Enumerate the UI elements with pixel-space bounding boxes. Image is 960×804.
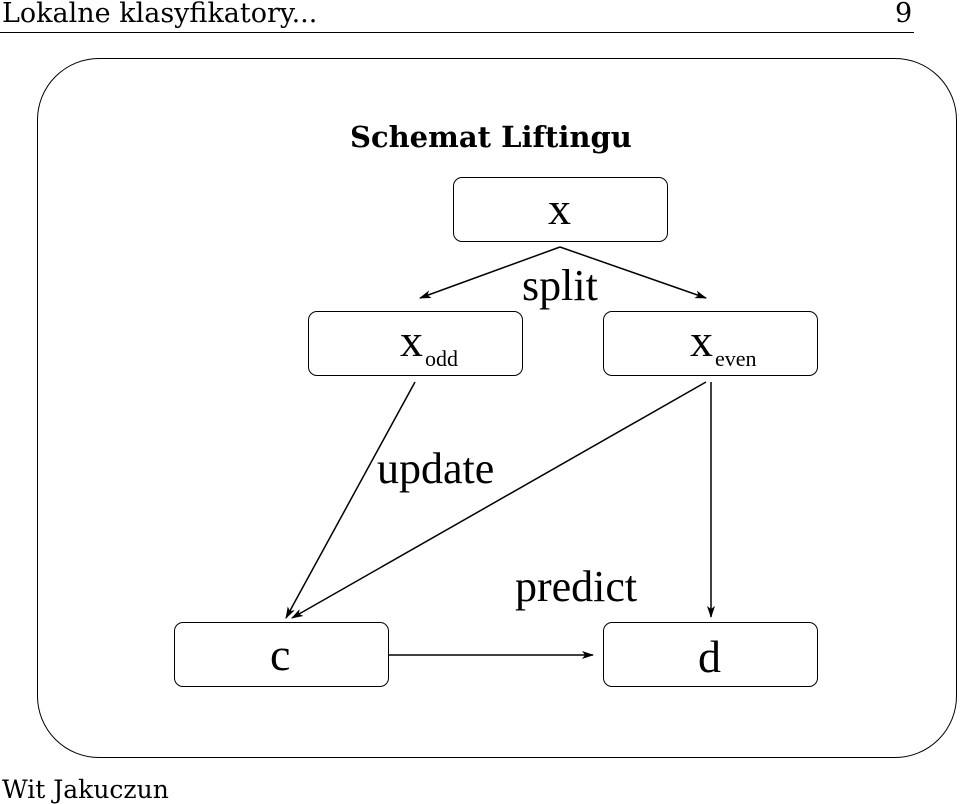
edge-label-split: split	[522, 261, 598, 310]
node-x-odd-label-text: x	[400, 315, 423, 366]
node-x-even	[603, 311, 818, 376]
footer-author: Wit Jakuczun	[2, 775, 169, 804]
header-title: Lokalne klasyfikatory...	[2, 0, 318, 29]
node-x-even-label-text: x	[690, 315, 713, 366]
node-x-label: x	[548, 186, 571, 232]
edge-label-update: update	[377, 444, 495, 493]
node-c-label-text: c	[270, 629, 291, 680]
page-number: 9	[895, 0, 913, 29]
edge-xodd-to-c	[285, 381, 416, 619]
node-x-odd-label: xodd	[400, 315, 458, 370]
node-x-odd	[308, 311, 523, 376]
edge-x-to-xeven	[559, 246, 707, 299]
node-d-label: d	[698, 634, 721, 680]
node-d-label-text: d	[698, 631, 721, 682]
edge-label-predict: predict	[515, 562, 638, 611]
header-rule	[0, 32, 914, 33]
node-x-even-label: xeven	[690, 315, 757, 370]
diagram-title: Schemat Liftingu	[350, 120, 632, 154]
node-x	[453, 177, 668, 242]
edge-x-to-xodd	[419, 246, 561, 299]
node-x-even-subscript: even	[715, 346, 757, 371]
slide-frame	[37, 58, 957, 758]
node-x-odd-subscript: odd	[425, 346, 458, 371]
node-c	[174, 622, 389, 687]
node-x-label-text: x	[548, 183, 571, 234]
node-c-label: c	[270, 632, 290, 678]
node-d	[603, 622, 818, 687]
edge-xeven-to-c	[291, 381, 707, 619]
